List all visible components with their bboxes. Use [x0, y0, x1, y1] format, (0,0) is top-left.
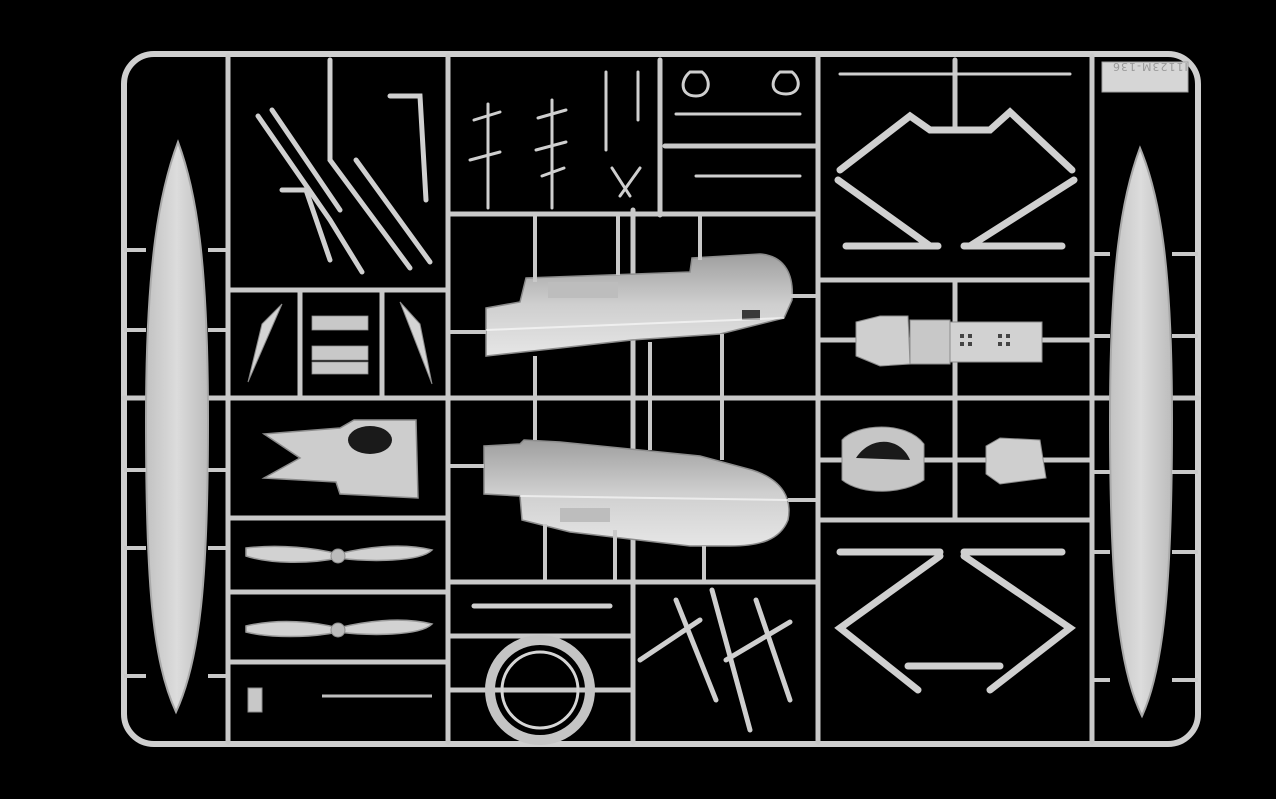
sprue-code-tab: [1101, 61, 1189, 93]
fuselage-half-upper: [485, 253, 794, 357]
sprue-code-label: I1123M-136: [1112, 60, 1188, 73]
small-struts-top-left: [255, 57, 433, 275]
float-right: [1092, 145, 1198, 719]
struts-lower-right: [834, 548, 1076, 694]
fuselage-gates: [448, 214, 818, 582]
cowl-ring: [485, 635, 595, 745]
small-cylinder-parts: [311, 315, 369, 375]
small-branch-parts: [468, 70, 1072, 210]
propeller-upper: [245, 545, 434, 564]
small-rod-part: [247, 687, 432, 713]
propeller-lower: [245, 619, 434, 638]
small-struts-bottom-middle: [471, 587, 793, 733]
struts-upper-right: [834, 107, 1078, 250]
sprue-runners: [121, 53, 1201, 745]
float-left: [124, 139, 228, 715]
fuselage-half-lower: [483, 439, 790, 547]
small-triangle-parts: [247, 301, 433, 385]
cockpit-tub: [261, 419, 419, 499]
cockpit-detail-parts: [841, 315, 1047, 492]
